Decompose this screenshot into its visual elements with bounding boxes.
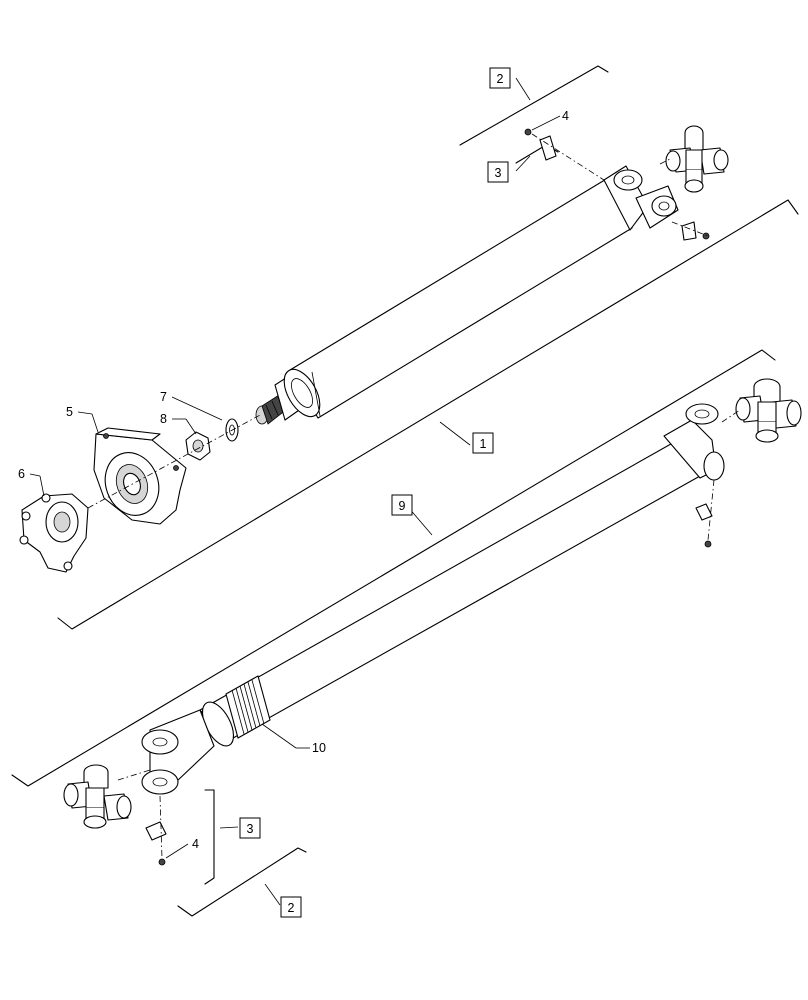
callout-2-bottom: 2 xyxy=(280,896,302,918)
universal-joint-top xyxy=(665,125,729,193)
callout-2-top-label: 2 xyxy=(497,72,504,86)
callout-3-bottom: 3 xyxy=(239,817,261,839)
callout-5-label: 5 xyxy=(66,405,73,419)
strap-and-bolt-top xyxy=(524,128,710,241)
callout-3-top-label: 3 xyxy=(495,166,502,180)
strap-and-bolt-right xyxy=(695,409,741,548)
tube-yoke-rear xyxy=(663,403,725,481)
callout-10: 10 xyxy=(261,723,326,755)
companion-flange-item-6 xyxy=(19,493,89,573)
callout-2-bottom-label: 2 xyxy=(288,901,295,915)
slip-yoke xyxy=(141,709,215,795)
callout-8-label: 8 xyxy=(160,412,167,426)
callout-4-bottom: 4 xyxy=(165,837,199,859)
callout-6-label: 6 xyxy=(18,467,25,481)
rear-drive-shaft xyxy=(141,403,725,795)
universal-joint-right xyxy=(735,378,802,443)
callout-6: 6 xyxy=(18,467,45,497)
callout-8: 8 xyxy=(160,412,197,435)
callout-1-label: 1 xyxy=(480,437,487,451)
callout-3-bottom-label: 3 xyxy=(247,822,254,836)
callout-9: 9 xyxy=(391,494,413,516)
callout-2-top: 2 xyxy=(489,67,511,89)
center-bearing-item-5 xyxy=(93,427,187,525)
tube-yoke-front xyxy=(603,165,679,231)
callout-7: 7 xyxy=(160,390,223,421)
callout-1: 1 xyxy=(472,432,494,454)
callout-10-label: 10 xyxy=(312,741,326,755)
universal-joint-bottom xyxy=(63,764,132,829)
callout-3-top: 3 xyxy=(487,161,509,183)
nut-item-8 xyxy=(185,431,211,461)
callout-5: 5 xyxy=(66,405,99,433)
callout-4-top: 4 xyxy=(531,109,569,131)
slip-spline-boot xyxy=(231,679,265,735)
strap-and-bolt-bottom xyxy=(117,769,167,866)
assembly-brackets xyxy=(11,65,799,917)
callout-9-label: 9 xyxy=(399,499,406,513)
callout-4-bottom-label: 4 xyxy=(192,837,199,851)
callout-4-top-label: 4 xyxy=(562,109,569,123)
callout-7-label: 7 xyxy=(160,390,167,404)
front-drive-shaft xyxy=(255,165,679,425)
